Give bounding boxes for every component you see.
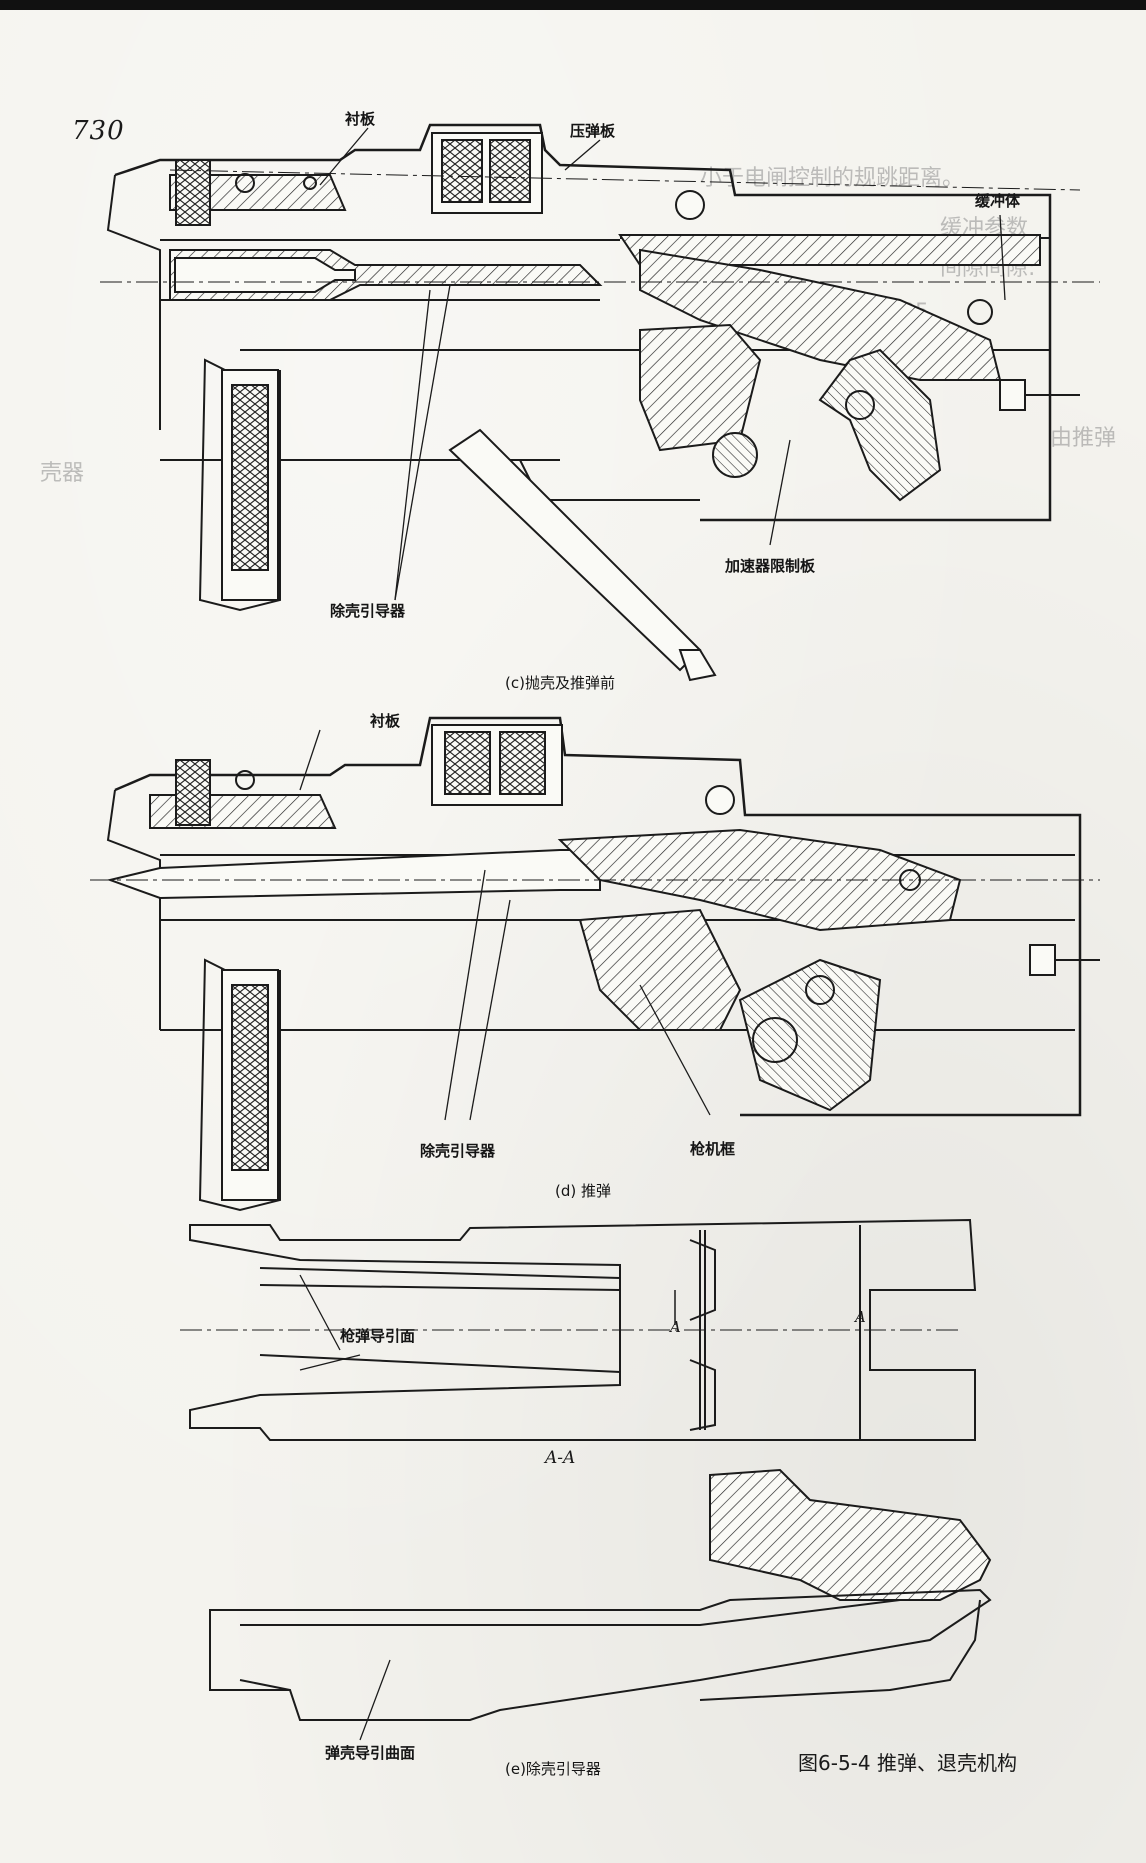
bleed-through-text: 壳器 <box>40 461 85 486</box>
label-danke-yindao-qumian: 弹壳导引曲面 <box>325 1744 416 1762</box>
section-mark-a-right: A <box>855 1308 866 1326</box>
label-yadanban: 压弹板 <box>570 122 616 140</box>
page-number: 730 <box>72 116 125 146</box>
caption-e: (e)除壳引导器 <box>505 1760 601 1778</box>
section-label-a-a: A-A <box>545 1448 576 1468</box>
figure-d-drawing <box>90 716 1100 1212</box>
caption-d: (d) 推弹 <box>555 1182 611 1200</box>
section-mark-a-left: A <box>670 1318 681 1336</box>
scan-edge <box>0 0 1146 10</box>
label-jiasuqi-xianzhiban: 加速器限制板 <box>725 557 816 575</box>
label-chenban-d: 衬板 <box>370 712 401 730</box>
label-chuke-yindaoqi-d: 除壳引导器 <box>420 1142 496 1160</box>
bleed-through-text: 由推弹 <box>1050 426 1117 451</box>
label-qiangdan-yindaomian: 枪弹导引面 <box>340 1327 416 1345</box>
caption-c: (c)抛壳及推弹前 <box>505 674 615 692</box>
label-chuke-yindaoqi-c: 除壳引导器 <box>330 602 406 620</box>
label-huanchongti: 缓冲体 <box>975 192 1021 210</box>
figure-e-profile-drawing <box>209 1468 992 1741</box>
label-chenban-c: 衬板 <box>345 110 376 128</box>
figure-caption: 图6-5-4 推弹、退壳机构 <box>798 1751 1017 1775</box>
figure-e-section-drawing <box>180 1218 977 1441</box>
figure-c-drawing <box>100 123 1100 682</box>
label-qiangjikuang: 枪机框 <box>690 1140 736 1158</box>
